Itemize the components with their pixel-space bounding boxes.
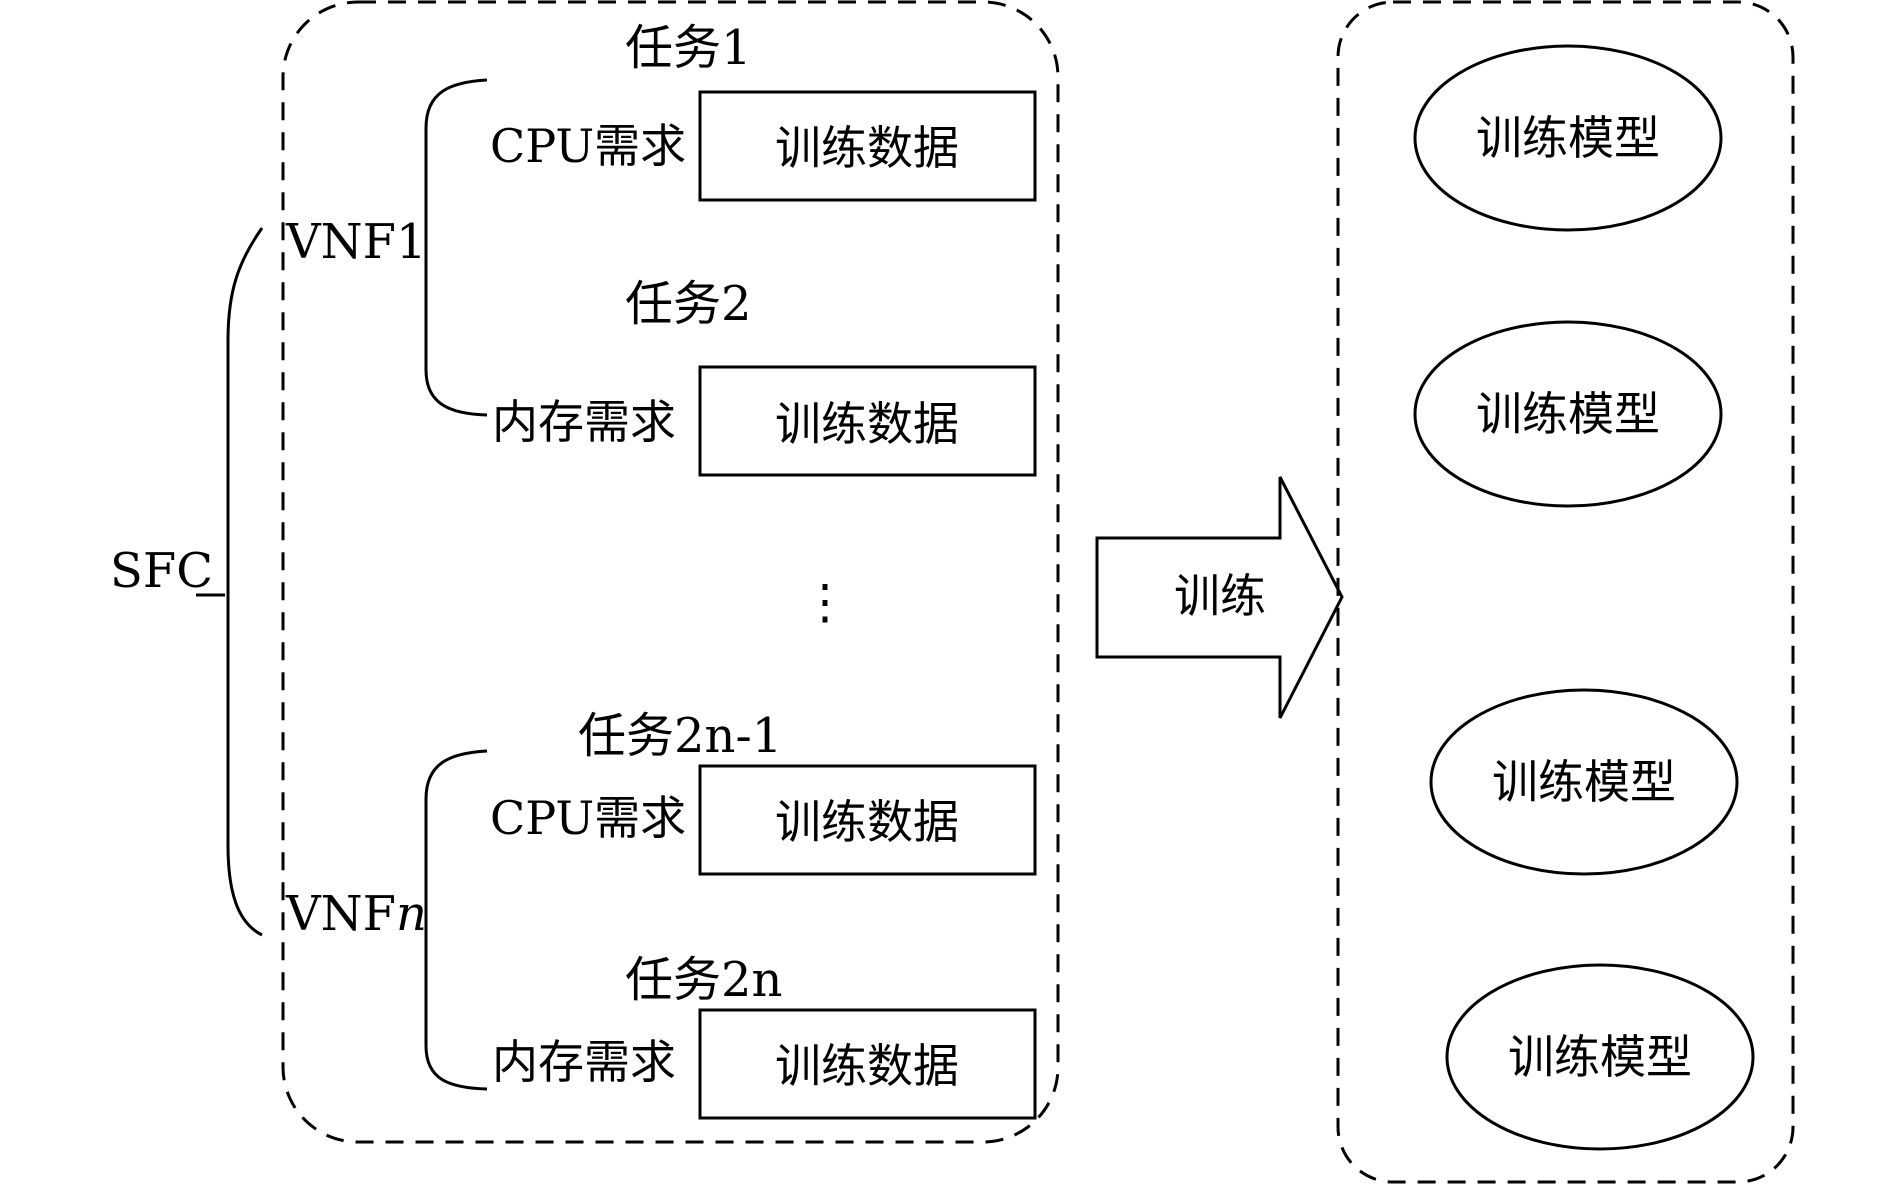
vnf-1-prefix: VNF — [285, 214, 396, 270]
task-1-suffix: 1 — [721, 20, 752, 76]
task-1-label: 任务1 — [625, 20, 752, 76]
ellipsis-marker: ⋮ — [801, 574, 849, 630]
sfc-label: SFC — [110, 543, 213, 599]
task-1-prefix: 任务 — [625, 20, 721, 76]
task-1-data-box — [698, 90, 1037, 202]
task-2n-data-label: 训练数据 — [775, 1039, 959, 1093]
task-2-data-label: 训练数据 — [775, 397, 959, 451]
model-2-ellipse — [1413, 320, 1723, 508]
task-2-label: 任务2 — [625, 276, 752, 332]
task-2-suffix: 2 — [721, 276, 752, 332]
model-3-label: 训练模型 — [1492, 755, 1676, 809]
model-1-label: 训练模型 — [1476, 111, 1660, 165]
task-2n-label: 任务2n — [625, 952, 782, 1008]
vnf-1-brace — [424, 78, 488, 417]
vnf-n-brace — [424, 749, 488, 1091]
task-2n-prefix: 任务 — [625, 952, 721, 1008]
task-group-container — [281, 0, 1060, 1144]
task-2n-suffix: 2n — [721, 952, 782, 1008]
training-arrow — [1095, 476, 1344, 719]
task-1-data-label: 训练数据 — [775, 121, 959, 175]
task-2n-1-data-box — [698, 764, 1037, 876]
task-2n-1-label: 任务2n-1 — [578, 708, 782, 764]
model-4-ellipse — [1445, 963, 1755, 1151]
vnf-1-suffix: 1 — [396, 214, 427, 270]
vnf-1-label: VNF1 — [285, 214, 427, 270]
vnf-n-label: VNFn — [285, 886, 427, 942]
task-2n-1-prefix: 任务 — [578, 708, 674, 764]
task-2n-demand: 内存需求 — [492, 1035, 676, 1089]
model-1-ellipse — [1413, 44, 1723, 232]
training-arrow-label: 训练 — [1174, 569, 1266, 623]
task-2-prefix: 任务 — [625, 276, 721, 332]
model-3-ellipse — [1429, 688, 1739, 876]
sfc-brace — [226, 227, 264, 937]
task-2n-1-data-label: 训练数据 — [775, 795, 959, 849]
task-2-data-box — [698, 365, 1037, 477]
vnf-n-suffix: n — [396, 886, 427, 942]
model-4-label: 训练模型 — [1508, 1030, 1692, 1084]
task-2-demand: 内存需求 — [492, 395, 676, 449]
task-2n-1-demand: CPU需求 — [490, 791, 686, 845]
task-1-demand: CPU需求 — [490, 119, 686, 173]
vnf-n-prefix: VNF — [285, 886, 396, 942]
task-2n-1-suffix: 2n-1 — [674, 708, 782, 764]
model-2-label: 训练模型 — [1476, 387, 1660, 441]
task-2n-data-box — [698, 1008, 1037, 1120]
